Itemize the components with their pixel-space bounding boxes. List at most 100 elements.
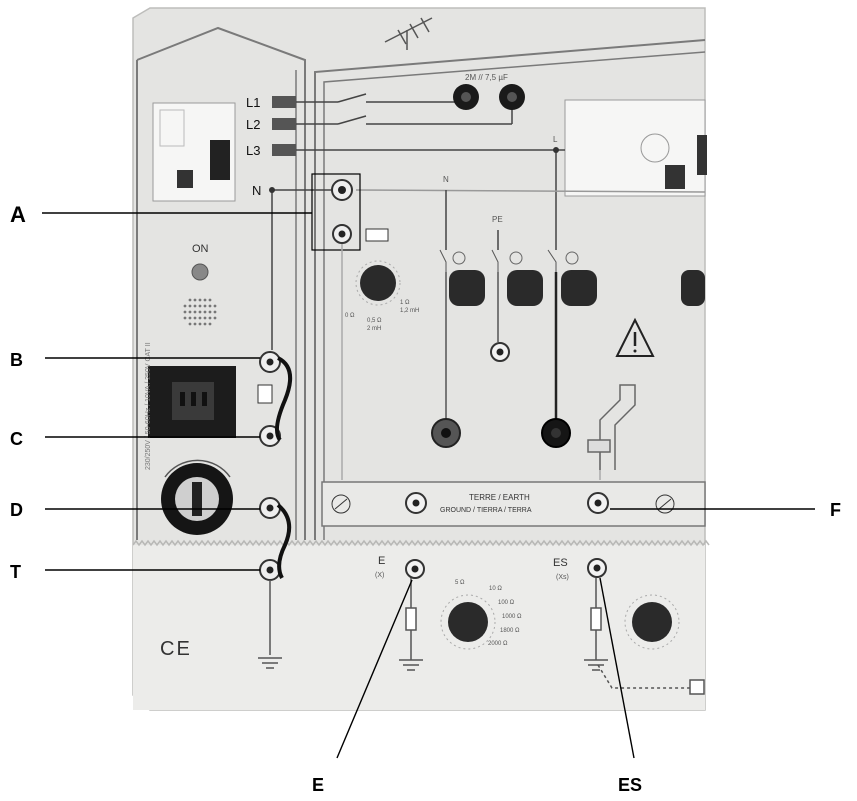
callout-es: ES xyxy=(618,775,642,795)
building-outline xyxy=(314,39,706,540)
knob-left-label-4: 1,2 mH xyxy=(400,308,419,314)
speaker-hole xyxy=(198,316,202,320)
socket-dt-group xyxy=(259,497,292,655)
es-sublabel: (Xs) xyxy=(556,574,569,581)
callout-a: A xyxy=(10,202,26,227)
speaker-hole xyxy=(188,310,192,314)
key-switch[interactable] xyxy=(161,459,233,535)
speaker-hole xyxy=(193,322,197,326)
callout-b: B xyxy=(10,350,23,370)
push-button-3[interactable] xyxy=(561,270,597,306)
breaker-lever xyxy=(210,140,230,180)
callout-f: F xyxy=(830,500,841,520)
phase-label-n: N xyxy=(252,183,261,198)
e-knob-label: 1000 Ω xyxy=(502,614,522,620)
knob-left-label-1: 0,5 Ω xyxy=(367,318,382,324)
on-indicator-lamp xyxy=(191,263,209,281)
speaker-hole xyxy=(213,310,217,314)
speaker-hole xyxy=(188,298,192,302)
es-label: ES xyxy=(553,557,568,569)
speaker-grille xyxy=(183,298,217,326)
speaker-hole xyxy=(213,304,217,308)
rating-text: 230/250V / 50-60Hz / 10VA / 250V CAT II xyxy=(145,342,152,470)
speaker-hole xyxy=(188,322,192,326)
speaker-hole xyxy=(208,304,212,308)
callout-t: T xyxy=(10,562,21,582)
speaker-hole xyxy=(198,310,202,314)
speaker-hole xyxy=(198,322,202,326)
speaker-hole xyxy=(188,316,192,320)
e-knob-label: 1800 Ω xyxy=(500,628,520,634)
phase-wiring xyxy=(271,93,706,350)
speaker-hole xyxy=(208,316,212,320)
speaker-hole xyxy=(188,304,192,308)
inlet-fuse xyxy=(257,384,273,404)
ground-strip-subtitle: GROUND / TIERRA / TERRA xyxy=(440,507,532,514)
speaker-hole xyxy=(183,310,187,314)
callout-lines xyxy=(42,212,815,759)
on-label: ON xyxy=(192,243,209,255)
serrated-edge xyxy=(132,539,710,547)
selector-knob-es[interactable] xyxy=(624,594,680,650)
speaker-hole xyxy=(198,298,202,302)
top-terminals: 2M // 7,5 µF xyxy=(453,73,525,110)
speaker-hole xyxy=(193,304,197,308)
circuit-breaker-right xyxy=(564,99,707,197)
knob-left-label-0: 0 Ω xyxy=(345,313,355,319)
speaker-hole xyxy=(213,316,217,320)
speaker-hole xyxy=(193,316,197,320)
speaker-hole xyxy=(208,298,212,302)
socket-a-frame xyxy=(311,173,361,251)
speaker-hole xyxy=(193,298,197,302)
rail-label-pe: PE xyxy=(492,215,503,224)
callout-e: E xyxy=(312,775,324,795)
fuse-symbol xyxy=(365,228,389,242)
link-cable-bc[interactable] xyxy=(274,356,293,442)
mains-inlet xyxy=(148,366,273,438)
es-resistor-ground xyxy=(590,578,705,695)
callout-c: C xyxy=(10,429,23,449)
speaker-hole xyxy=(183,304,187,308)
push-buttons xyxy=(449,251,705,306)
phase-bus xyxy=(269,96,559,193)
selector-knob-e[interactable] xyxy=(440,594,496,650)
e-knob-label: 100 Ω xyxy=(498,600,515,606)
speaker-hole xyxy=(203,322,207,326)
speaker-hole xyxy=(198,304,202,308)
circuit-breaker-left xyxy=(152,102,236,202)
push-button-1[interactable] xyxy=(449,270,485,306)
push-button-4[interactable] xyxy=(681,270,705,306)
socket-bc-group xyxy=(259,351,293,447)
antenna-icon xyxy=(384,17,433,50)
e-knob-label: 2000 Ω xyxy=(488,641,508,647)
speaker-hole xyxy=(208,322,212,326)
knob-left-label-3: 1 Ω xyxy=(400,300,410,306)
link-cable-dt[interactable] xyxy=(276,503,292,579)
probe-holder xyxy=(587,384,636,470)
ground-strip xyxy=(321,481,706,527)
phase-label-l2: L2 xyxy=(246,117,260,132)
rail-label-l: L xyxy=(553,135,558,144)
vertical-wiring xyxy=(341,244,601,480)
speaker-hole xyxy=(203,298,207,302)
phase-label-l3: L3 xyxy=(246,143,260,158)
speaker-hole xyxy=(208,310,212,314)
switch-symbols xyxy=(439,249,557,272)
push-button-2[interactable] xyxy=(507,270,543,306)
ce-mark: CE xyxy=(160,638,192,660)
speaker-hole xyxy=(193,310,197,314)
speaker-hole xyxy=(183,316,187,320)
e-label: E xyxy=(378,555,385,567)
ground-symbols xyxy=(258,657,608,671)
callout-d: D xyxy=(10,500,23,520)
phase-label-l1: L1 xyxy=(246,95,260,110)
socket-a-group xyxy=(311,173,389,251)
e-knob-label: 10 Ω xyxy=(489,586,502,592)
ground-strip-title: TERRE / EARTH xyxy=(469,493,530,502)
e-sublabel: (X) xyxy=(375,572,384,579)
speaker-hole xyxy=(203,316,207,320)
selector-knob-left[interactable] xyxy=(355,260,401,306)
